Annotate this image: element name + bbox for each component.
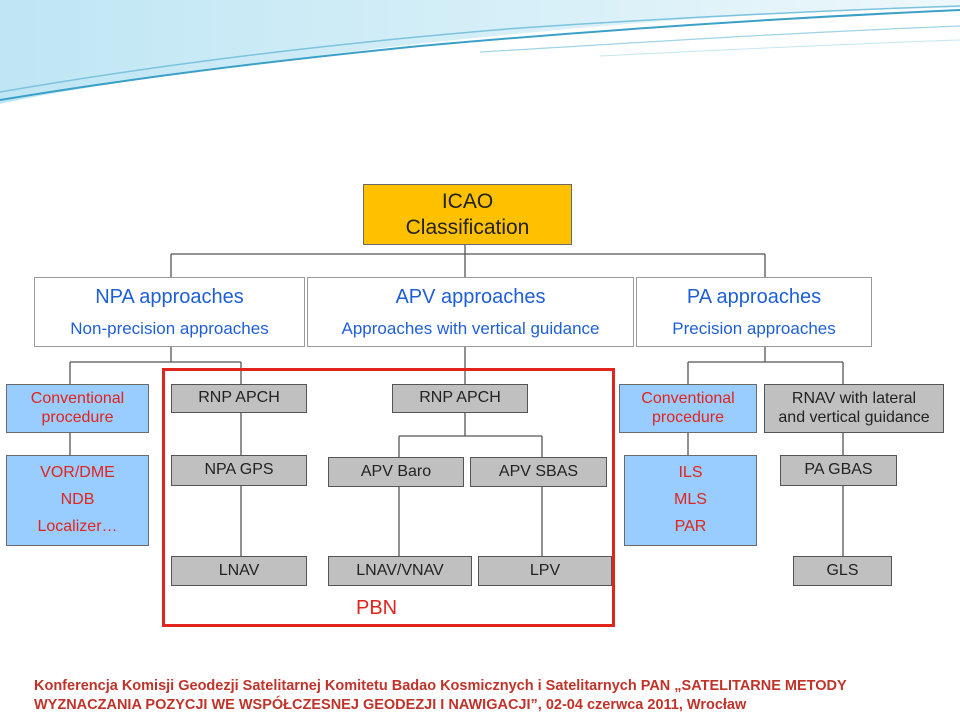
npa-conventional-list-node: VOR/DME NDB Localizer… [6, 455, 149, 546]
pa-subtitle: Precision approaches [672, 318, 836, 338]
rnav-lateral-vertical-node: RNAV with lateral and vertical guidance [764, 384, 944, 433]
apv-sbas-node: APV SBAS [470, 457, 607, 487]
classification-label: Classification [405, 215, 530, 239]
icao-classification-node: ICAO Classification [363, 184, 572, 245]
icao-label: ICAO [441, 190, 494, 214]
conference-footer: Konferencja Komisji Geodezji Satelitarne… [34, 677, 944, 715]
apv-baro-label: APV Baro [360, 462, 432, 480]
pa-conventional-list-node: ILS MLS PAR [624, 455, 757, 546]
pa-conventional-procedure-node: Conventional procedure [619, 384, 757, 433]
apv-approaches-node: APV approaches Approaches with vertical … [307, 277, 634, 347]
npa-gps-label: NPA GPS [204, 461, 274, 479]
pa-conventional-line2: procedure [651, 408, 725, 426]
lnav-vnav-label: LNAV/VNAV [356, 561, 444, 579]
footer-line-1: Konferencja Komisji Geodezji Satelitarne… [34, 678, 847, 694]
list-item: NDB [60, 491, 95, 509]
header-wave-decoration [0, 0, 960, 104]
pa-approaches-node: PA approaches Precision approaches [636, 277, 872, 347]
apv-title: APV approaches [395, 285, 546, 308]
npa-conventional-line1: Conventional [30, 390, 125, 408]
pa-conventional-line1: Conventional [641, 390, 735, 408]
pa-title: PA approaches [686, 285, 822, 308]
apv-subtitle: Approaches with vertical guidance [341, 318, 600, 338]
list-item: MLS [674, 491, 707, 509]
pbn-frame [162, 368, 615, 627]
npa-title: NPA approaches [95, 285, 244, 308]
npa-conventional-line2: procedure [41, 408, 114, 426]
gls-label: GLS [826, 561, 859, 579]
list-item: PAR [674, 518, 707, 536]
lpv-node: LPV [478, 556, 612, 586]
npa-rnp-apch-node: RNP APCH [171, 384, 307, 413]
apv-rnp-apch-label: RNP APCH [419, 389, 501, 407]
rnav-line2: and vertical guidance [778, 408, 930, 426]
lpv-label: LPV [529, 561, 561, 579]
npa-gps-node: NPA GPS [171, 455, 307, 486]
npa-conventional-procedure-node: Conventional procedure [6, 384, 149, 433]
rnav-line1: RNAV with lateral [791, 390, 917, 408]
npa-subtitle: Non-precision approaches [70, 318, 269, 338]
pa-gbas-label: PA GBAS [804, 461, 873, 479]
lnav-vnav-node: LNAV/VNAV [328, 556, 472, 586]
footer-line-2: WYZNACZANIA POZYCJI WE WSPÓŁCZESNEJ GEOD… [34, 697, 747, 713]
apv-rnp-apch-node: RNP APCH [392, 384, 528, 413]
lnav-label: LNAV [218, 561, 260, 579]
apv-sbas-label: APV SBAS [498, 462, 579, 480]
list-item: Localizer… [37, 518, 118, 536]
gls-node: GLS [793, 556, 892, 586]
pbn-label: PBN [356, 597, 398, 619]
apv-baro-node: APV Baro [328, 457, 464, 487]
npa-rnp-apch-label: RNP APCH [198, 389, 280, 407]
lnav-node: LNAV [171, 556, 307, 586]
list-item: ILS [678, 464, 703, 482]
pa-gbas-node: PA GBAS [780, 455, 897, 486]
npa-approaches-node: NPA approaches Non-precision approaches [34, 277, 305, 347]
list-item: VOR/DME [40, 464, 115, 482]
